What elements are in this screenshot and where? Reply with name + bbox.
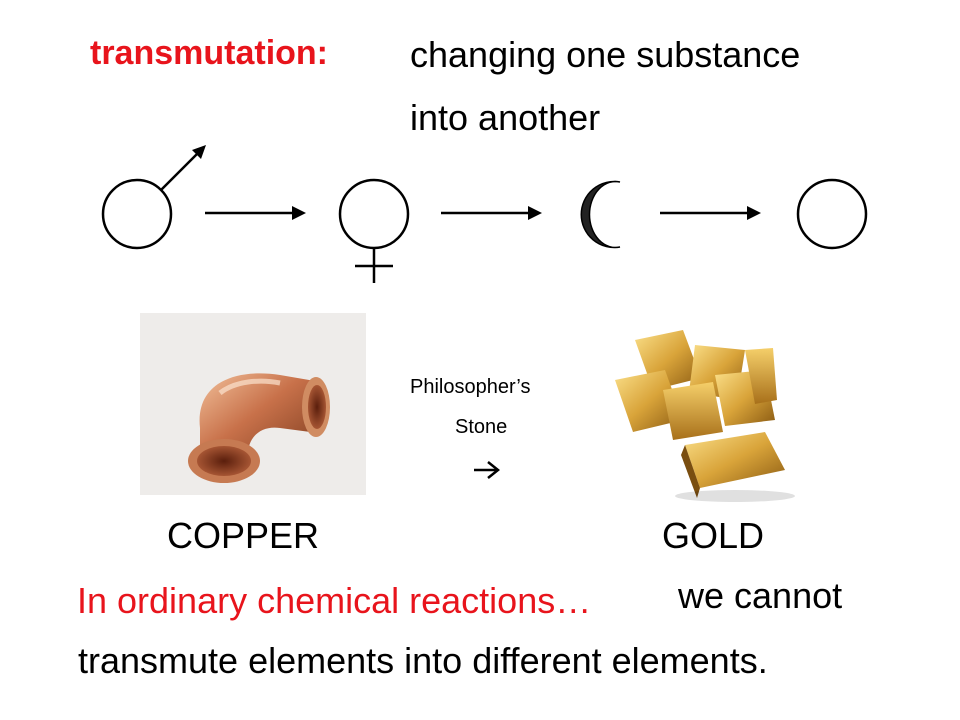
alchemy-symbol-sequence — [101, 145, 868, 283]
arrow-icon — [441, 206, 542, 220]
gold-label: GOLD — [662, 515, 765, 556]
copper-label: COPPER — [167, 515, 320, 556]
mars-copper-icon — [101, 145, 206, 250]
term-heading: transmutation: — [90, 34, 328, 72]
venus-icon — [338, 178, 410, 283]
ordinary-reactions-text: In ordinary chemical reactions… — [77, 580, 592, 621]
arrow-icon — [205, 206, 306, 220]
right-arrow-icon — [474, 461, 501, 479]
catalyst-label-line-1: Philosopher’s — [410, 376, 531, 398]
circle-sun-icon — [796, 178, 868, 250]
copper-elbow-image — [140, 313, 366, 495]
definition-line-1: changing one substance — [410, 34, 801, 75]
we-cannot-text: we cannot — [678, 575, 843, 616]
arrow-icon — [660, 206, 761, 220]
catalyst-label-line-2: Stone — [455, 416, 508, 438]
crescent-moon-icon — [580, 180, 621, 249]
gold-bars-image — [615, 330, 795, 502]
conclusion-text: transmute elements into different elemen… — [78, 640, 768, 681]
definition-line-2: into another — [410, 97, 601, 138]
